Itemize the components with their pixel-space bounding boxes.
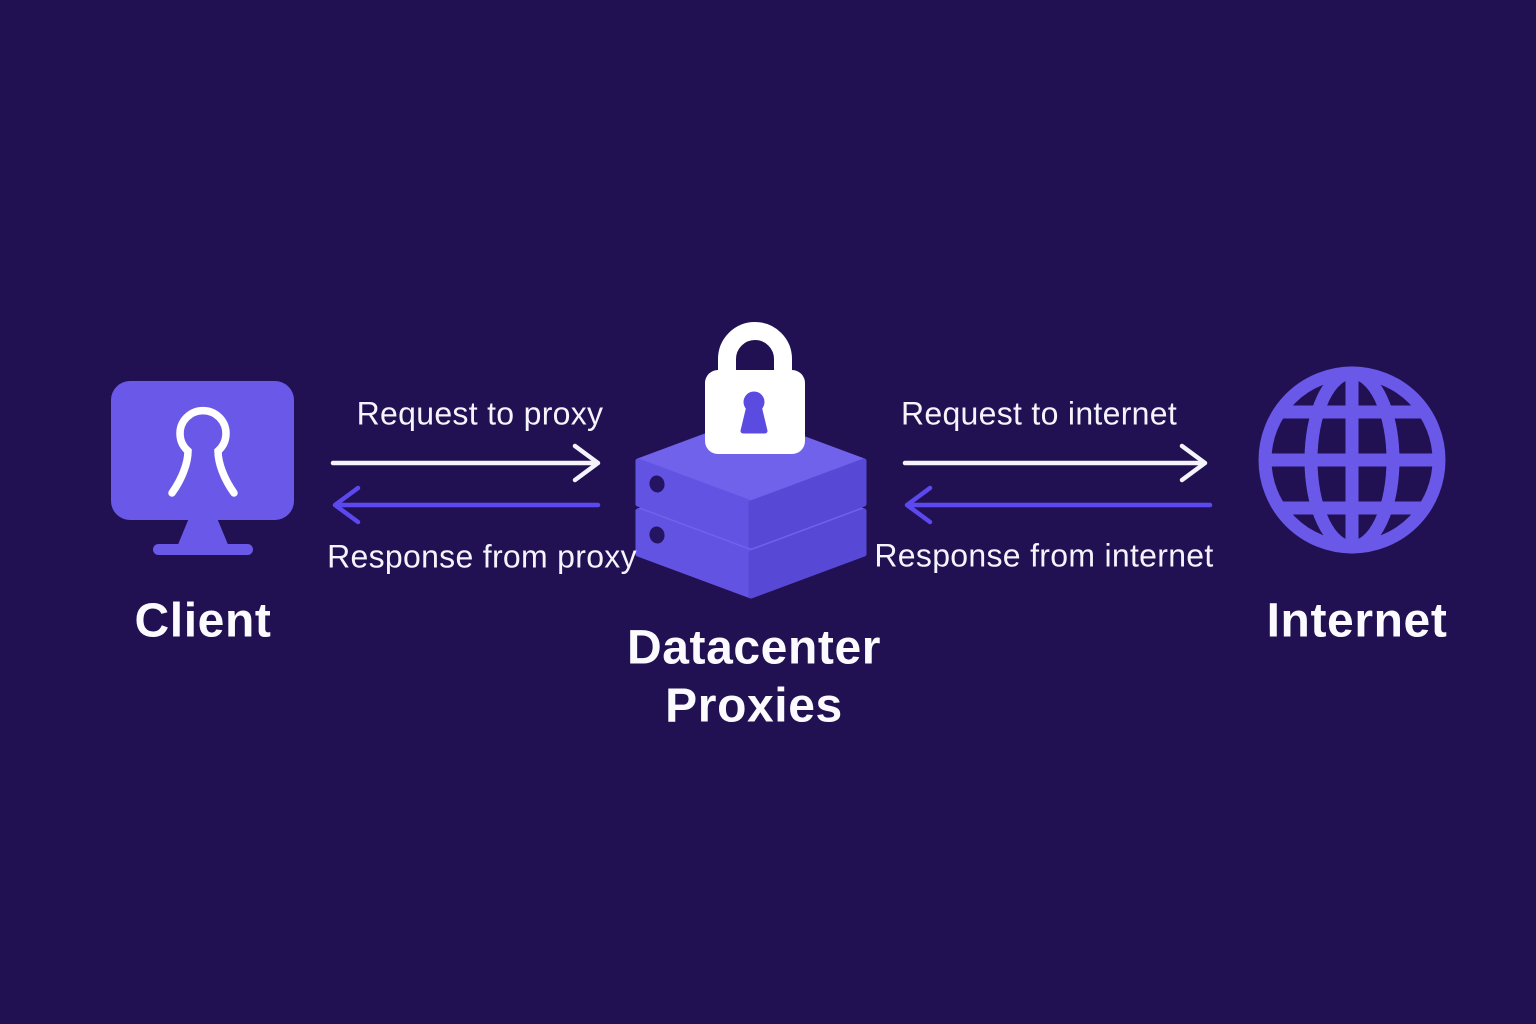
keyhole-tail <box>740 403 768 434</box>
internet-globe-icon <box>1258 366 1446 554</box>
lock-shackle <box>718 322 792 389</box>
monitor-screen <box>111 381 294 520</box>
response-from-proxy-label: Response from proxy <box>327 538 637 575</box>
internet-label: Internet <box>1266 594 1448 648</box>
monitor-stand <box>177 518 229 547</box>
lock-icon <box>705 322 805 454</box>
datacenter-label-line1: Datacenter <box>626 621 882 675</box>
monitor-base <box>153 544 253 555</box>
datacenter-server-lock-icon <box>635 322 867 599</box>
request-to-internet-label: Request to internet <box>900 395 1178 432</box>
client-monitor-icon <box>111 381 294 555</box>
user-icon <box>168 406 238 497</box>
server-indicator-dot <box>649 475 665 493</box>
client-label: Client <box>134 594 272 648</box>
datacenter-label-line2: Proxies <box>665 679 843 733</box>
arrow-response-from-proxy <box>332 485 601 525</box>
request-to-proxy-label: Request to proxy <box>356 395 604 432</box>
arrow-request-to-internet <box>902 443 1208 483</box>
arrow-response-from-internet <box>904 485 1213 525</box>
server-indicator-dot <box>649 526 665 544</box>
server-slab-top <box>635 416 867 549</box>
arrow-request-to-proxy <box>330 443 601 483</box>
response-from-internet-label: Response from internet <box>874 537 1214 574</box>
